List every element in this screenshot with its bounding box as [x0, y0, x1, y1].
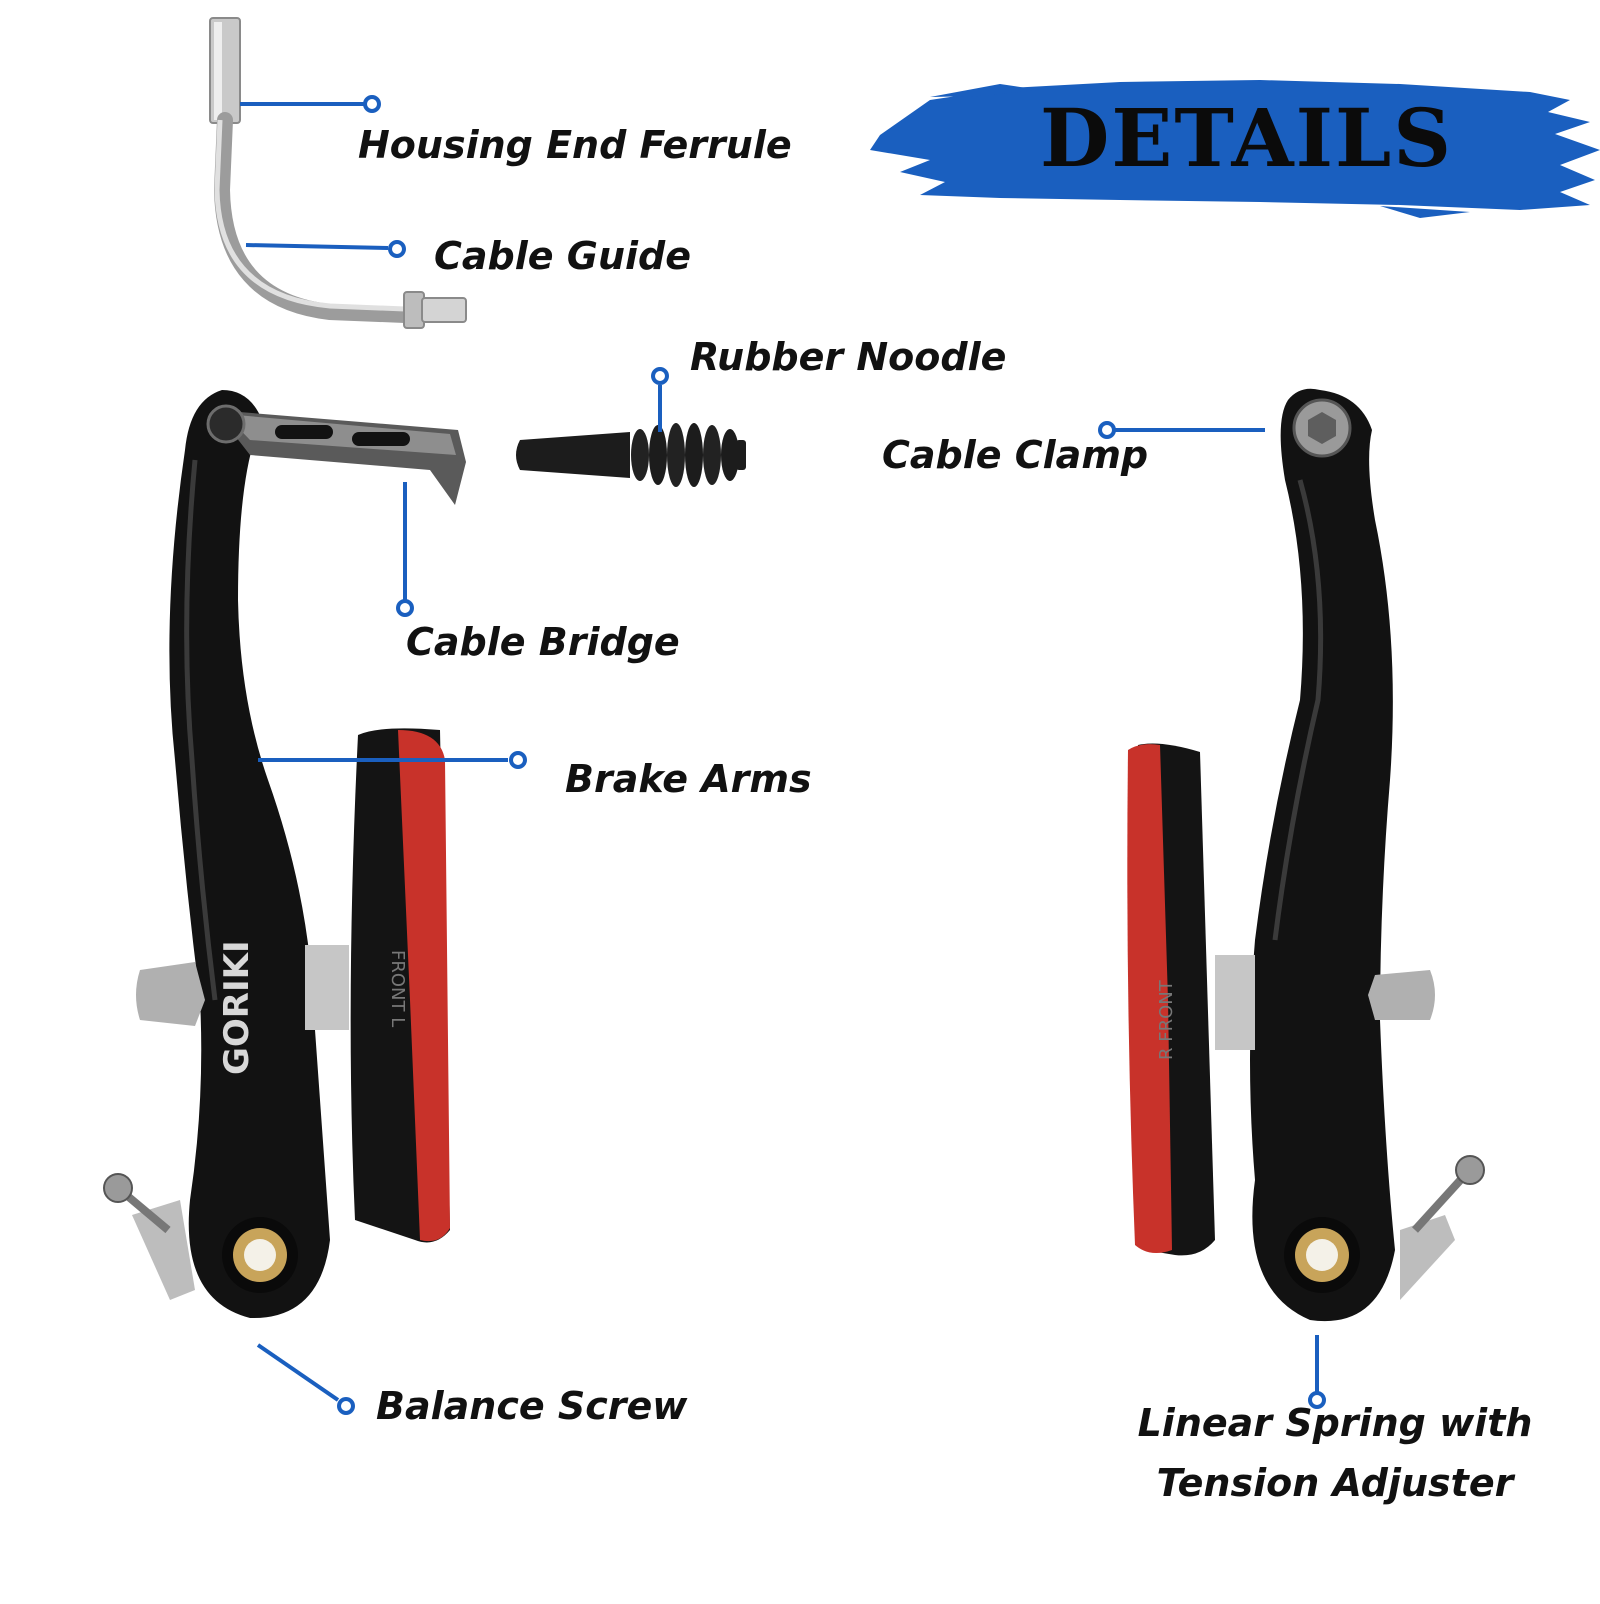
dot-housing-end-ferrule: [363, 95, 381, 113]
banner-title: DETAILS: [1040, 91, 1454, 185]
dot-cable-guide: [388, 240, 406, 258]
label-cable-clamp: Cable Clamp: [882, 433, 1149, 477]
label-linear-spring-line2: Tension Adjuster: [1156, 1460, 1514, 1505]
label-balance-screw: Balance Screw: [376, 1384, 688, 1428]
ferrule-and-guide: [209, 17, 467, 329]
label-rubber-noodle: Rubber Noodle: [690, 335, 1007, 379]
label-cable-guide: Cable Guide: [434, 234, 692, 278]
dot-cable-bridge: [396, 599, 414, 617]
brand-mark-left: GORIKI: [217, 940, 257, 1075]
right-brake-arm: [1215, 388, 1485, 1322]
left-brake-arm: GORIKI: [103, 390, 466, 1319]
dot-linear-spring: [1308, 1391, 1326, 1409]
dot-balance-screw: [337, 1397, 355, 1415]
label-linear-spring: Linear Spring with Tension Adjuster: [1135, 1401, 1535, 1505]
leader-cable-guide: [245, 243, 389, 250]
label-linear-spring-line1: Linear Spring with: [1137, 1401, 1533, 1445]
label-housing-end-ferrule: Housing End Ferrule: [358, 123, 792, 167]
right-brake-pad: R FRONT: [1127, 743, 1215, 1256]
pad-text-left: FRONT L: [387, 950, 408, 1027]
label-brake-arms: Brake Arms: [565, 757, 812, 801]
rubber-noodle: [516, 423, 746, 487]
pad-text-right: R FRONT: [1156, 979, 1177, 1060]
leader-balance-screw: [256, 1343, 340, 1402]
label-cable-bridge: Cable Bridge: [406, 620, 680, 664]
dot-rubber-noodle: [651, 367, 669, 385]
callout-lines: [240, 95, 1326, 1415]
banner-brush: [870, 80, 1600, 218]
dot-cable-clamp: [1098, 421, 1116, 439]
left-brake-pad: FRONT L: [350, 728, 450, 1243]
dot-brake-arms: [509, 751, 527, 769]
